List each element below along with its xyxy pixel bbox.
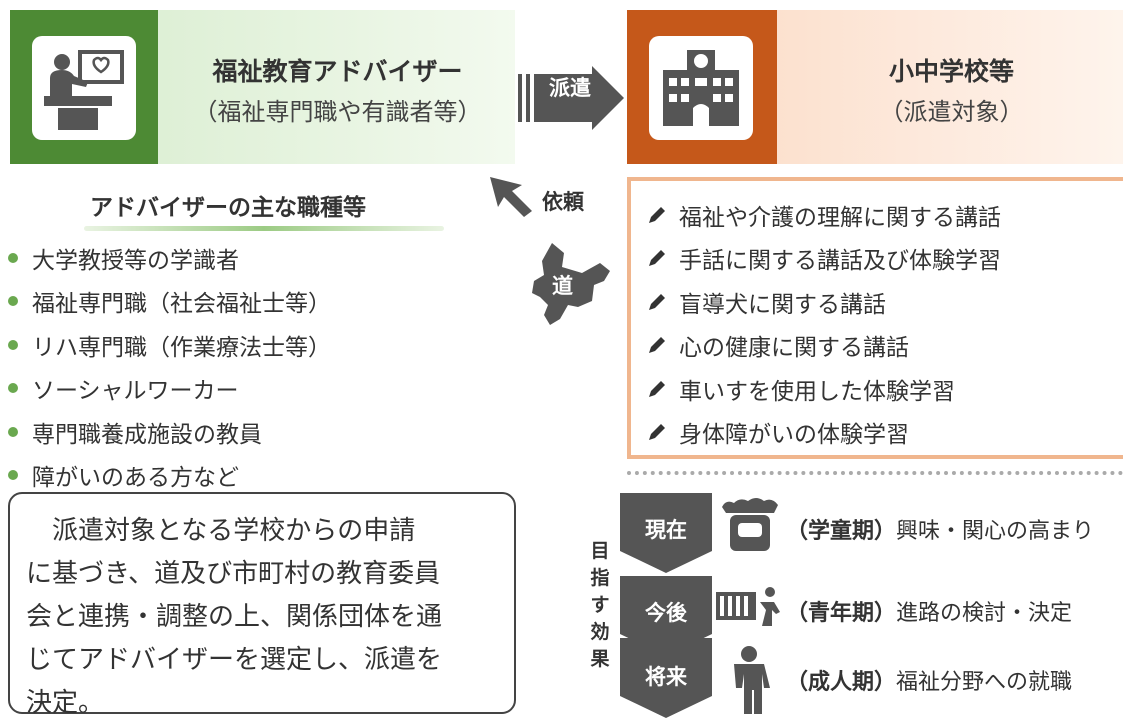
worker-icon xyxy=(734,646,770,714)
request-label: 依頼 xyxy=(542,190,584,214)
goal-text: （青年期）進路の検討・決定 xyxy=(786,601,1073,626)
bullet-icon xyxy=(8,470,18,481)
school-title: 小中学校等 xyxy=(888,57,1014,86)
note-line: に基づき、道及び市町村の教育委員 xyxy=(26,559,441,589)
list-item: 身体障がいの体験学習 xyxy=(647,411,1123,455)
list-item: 福祉や介護の理解に関する講話 xyxy=(647,193,1123,237)
stage-label: 今後 xyxy=(645,601,687,625)
dispatch-arrow xyxy=(518,66,624,130)
stage-label: 現在 xyxy=(645,518,687,542)
school-icon-panel xyxy=(627,10,777,164)
bullet-icon xyxy=(8,339,18,350)
pencil-icon xyxy=(649,380,665,397)
stage-chevron xyxy=(620,493,712,573)
teacher-at-whiteboard-icon xyxy=(32,36,136,140)
jobs-heading: アドバイザーの主な職種等 xyxy=(90,195,366,221)
bullet-icon xyxy=(8,296,18,307)
pencil-icon xyxy=(649,293,665,310)
list-item: 心の健康に関する講話 xyxy=(647,324,1123,368)
note-box: 派遣対象となる学校からの申請 に基づき、道及び市町村の教育委員 会と連携・調整の… xyxy=(8,492,516,718)
school-subtitle: （派遣対象） xyxy=(879,98,1024,126)
bullet-icon xyxy=(8,383,18,394)
activities-list: 福祉や介護の理解に関する講話 手話に関する講話及び体験学習 盲導犬に関する講話 … xyxy=(647,193,1123,454)
jobs-list: 大学教授等の学識者 福祉専門職（社会福祉士等） リハ専門職（作業療法士等） ソー… xyxy=(8,236,331,497)
list-item: 福祉専門職（社会福祉士等） xyxy=(8,280,331,324)
dotted-divider xyxy=(627,471,1123,475)
list-item: 大学教授等の学識者 xyxy=(8,236,331,280)
activities-box: 福祉や介護の理解に関する講話 手話に関する講話及び体験学習 盲導犬に関する講話 … xyxy=(627,177,1123,459)
jobs-heading-underline xyxy=(84,226,444,231)
list-item: 盲導犬に関する講話 xyxy=(647,280,1123,324)
hokkaido-label: 道 xyxy=(552,274,573,298)
list-item: 専門職養成施設の教員 xyxy=(8,410,331,454)
goal-text: （学童期）興味・関心の高まり xyxy=(786,519,1095,544)
pencil-icon xyxy=(649,206,665,223)
goals-label: 目 指 す 効 果 xyxy=(590,540,610,670)
hokkaido-map-icon xyxy=(532,243,610,325)
request-arrow-icon xyxy=(490,177,532,217)
school-building-icon xyxy=(649,36,753,140)
child-icon xyxy=(722,498,778,551)
pencil-icon xyxy=(649,250,665,267)
note-line: 決定。 xyxy=(26,688,105,718)
note-line: 会と連携・調整の上、関係団体を通 xyxy=(26,602,443,632)
career-path-icon xyxy=(716,587,780,626)
advisor-title: 福祉教育アドバイザー xyxy=(212,57,463,86)
list-item: ソーシャルワーカー xyxy=(8,367,331,411)
stage-chevron xyxy=(620,638,712,718)
list-item: 障がいのある方など xyxy=(8,454,331,498)
bullet-icon xyxy=(8,252,18,263)
list-item: 手話に関する講話及び体験学習 xyxy=(647,237,1123,281)
list-item: リハ専門職（作業療法士等） xyxy=(8,323,331,367)
stage-chevron xyxy=(620,576,712,656)
stage-label: 将来 xyxy=(645,665,687,689)
advisor-subtitle: （福祉専門職や有識者等） xyxy=(193,98,482,126)
dispatch-label: 派遣 xyxy=(549,76,591,100)
bullet-icon xyxy=(8,426,18,437)
pencil-icon xyxy=(649,337,665,354)
pencil-icon xyxy=(649,424,665,441)
advisor-icon-panel xyxy=(10,10,158,164)
goal-text: （成人期）福祉分野への就職 xyxy=(786,670,1073,695)
note-line: 派遣対象となる学校からの申請 xyxy=(26,516,416,546)
note-line: じてアドバイザーを選定し、派遣を xyxy=(26,645,443,675)
list-item: 車いすを使用した体験学習 xyxy=(647,367,1123,411)
